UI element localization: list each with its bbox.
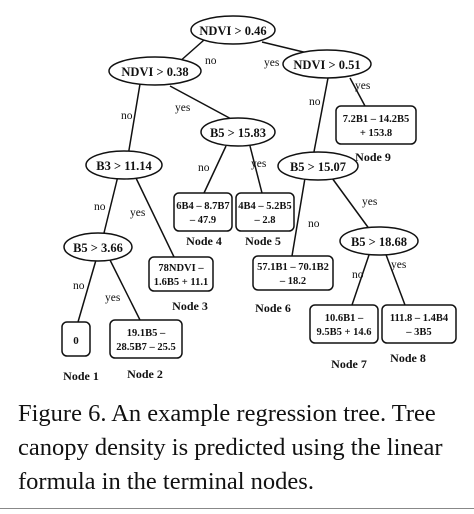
split-node-b5-1583: B5 > 15.83	[200, 117, 276, 147]
branch-label-yes: yes	[130, 207, 146, 219]
branch-label-no: no	[73, 280, 85, 292]
leaf-formula-line: 6B4 – 8.7B7	[176, 201, 229, 212]
leaf-node-2: 19.1B5 – 28.5B7 – 25.5	[109, 319, 183, 359]
leaf-node-9: 7.2B1 – 14.2B5 + 153.8	[335, 105, 417, 145]
edge-b5-1583-node4	[203, 145, 227, 194]
edge-b5-366-node2	[109, 259, 141, 321]
branch-label-no: no	[308, 218, 320, 230]
edge-b5-1507-b5-1868	[331, 177, 371, 231]
leaf-formula-line: 28.5B7 – 25.5	[116, 342, 176, 353]
leaf-formula-line: – 2.8	[254, 215, 276, 226]
leaf-node-1: 0	[61, 321, 91, 357]
leaf-formula-line: – 3B5	[405, 327, 431, 338]
leaf-formula-line: 4B4 – 5.2B5	[238, 201, 291, 212]
edge-b3-node3	[134, 175, 176, 260]
edge-b5-1868-node7	[351, 251, 371, 306]
split-label: NDVI > 0.38	[121, 65, 188, 79]
split-label: B3 > 11.14	[96, 159, 152, 173]
branch-label-no: no	[352, 269, 364, 281]
split-node-ndvi-051: NDVI > 0.51	[282, 49, 372, 79]
edge-b5-1507-node6	[291, 177, 306, 257]
caption-line: canopy density is predicted using the li…	[18, 434, 443, 461]
node-name-6: Node 6	[255, 301, 291, 315]
leaf-formula-line: 78NDVI –	[158, 263, 204, 274]
leaf-node-7: 10.6B1 – 9.5B5 + 14.6	[309, 304, 379, 344]
branch-label-yes: yes	[391, 259, 407, 271]
branch-label-no: no	[198, 162, 210, 174]
leaf-node-4: 6B4 – 8.7B7 – 47.9	[173, 192, 233, 232]
split-node-b3-1114: B3 > 11.14	[85, 150, 163, 180]
branch-label-yes: yes	[251, 158, 267, 170]
edge-b5-1868-node8	[384, 251, 406, 306]
split-label: B5 > 18.68	[351, 235, 407, 249]
edge-ndvi038-b5-1583	[169, 85, 236, 122]
edge-b5-366-node1	[77, 259, 97, 323]
figure-caption: Figure 6. An example regression tree. Tr…	[18, 397, 470, 499]
node-name-5: Node 5	[245, 234, 281, 248]
edge-ndvi038-b3	[127, 83, 141, 157]
leaf-formula-line: 10.6B1 –	[325, 313, 364, 324]
leaf-formula-line: 57.1B1 – 70.1B2	[257, 262, 329, 273]
leaf-formula-line: – 18.2	[279, 276, 306, 287]
branch-label-yes: yes	[355, 80, 371, 92]
leaf-node-5: 4B4 – 5.2B5 – 2.8	[235, 192, 295, 232]
edge-ndvi051-b5-1507	[312, 77, 329, 158]
edge-b5-1583-node5	[249, 145, 263, 194]
node-name-3: Node 3	[172, 299, 208, 313]
leaf-node-6: 57.1B1 – 70.1B2 – 18.2	[252, 255, 334, 291]
branch-labels: no yes no yes yes no no yes no yes no ye…	[73, 55, 407, 304]
edge-ndvi051-node9	[349, 77, 366, 107]
split-label: B5 > 15.07	[290, 160, 346, 174]
branch-label-yes: yes	[175, 102, 191, 114]
node-name-7: Node 7	[331, 357, 367, 371]
branch-label-yes: yes	[362, 196, 378, 208]
branch-label-no: no	[94, 201, 106, 213]
split-label: B5 > 15.83	[210, 126, 266, 140]
leaf-formula-line: 9.5B5 + 14.6	[317, 327, 372, 338]
node-name-labels: Node 9 Node 4 Node 5 Node 3 Node 6 Node …	[63, 150, 426, 383]
leaf-formula-line: 1.6B5 + 11.1	[154, 277, 208, 288]
edge-b3-b5-366	[102, 175, 119, 238]
branch-label-yes: yes	[264, 57, 280, 69]
split-label: NDVI > 0.51	[293, 58, 360, 72]
branch-label-no: no	[121, 110, 133, 122]
branch-label-no: no	[205, 55, 217, 67]
leaf-formula-line: 111.8 – 1.4B4	[390, 313, 449, 324]
branch-label-yes: yes	[105, 292, 121, 304]
node-name-9: Node 9	[355, 150, 391, 164]
node-name-4: Node 4	[186, 234, 222, 248]
leaf-formula-line: 7.2B1 – 14.2B5	[343, 114, 410, 125]
leaf-node-3: 78NDVI – 1.6B5 + 11.1	[148, 256, 214, 292]
node-name-1: Node 1	[63, 369, 99, 383]
split-label: B5 > 3.66	[73, 241, 123, 255]
split-node-ndvi-038: NDVI > 0.38	[108, 56, 202, 86]
split-node-root: NDVI > 0.46	[190, 15, 276, 45]
node-name-2: Node 2	[127, 367, 163, 381]
split-node-b5-1868: B5 > 18.68	[339, 226, 419, 256]
split-node-b5-1507: B5 > 15.07	[277, 151, 359, 181]
regression-tree-diagram: NDVI > 0.46 NDVI > 0.38 NDVI > 0.51 B5 >…	[61, 15, 457, 383]
leaf-node-8: 111.8 – 1.4B4 – 3B5	[381, 304, 457, 344]
leaf-formula-line: 0	[73, 335, 79, 347]
leaf-formula-line: – 47.9	[189, 215, 216, 226]
leaf-formula-line: + 153.8	[360, 128, 392, 139]
split-node-b5-366: B5 > 3.66	[63, 232, 133, 262]
node-name-8: Node 8	[390, 351, 426, 365]
caption-line: formula in the terminal nodes.	[18, 468, 314, 495]
leaf-formula-line: 19.1B5 –	[127, 328, 166, 339]
split-label: NDVI > 0.46	[199, 24, 266, 38]
tree-edges	[77, 39, 406, 323]
branch-label-no: no	[309, 96, 321, 108]
bottom-divider	[0, 508, 474, 509]
caption-line: Figure 6. An example regression tree. Tr…	[18, 400, 436, 427]
